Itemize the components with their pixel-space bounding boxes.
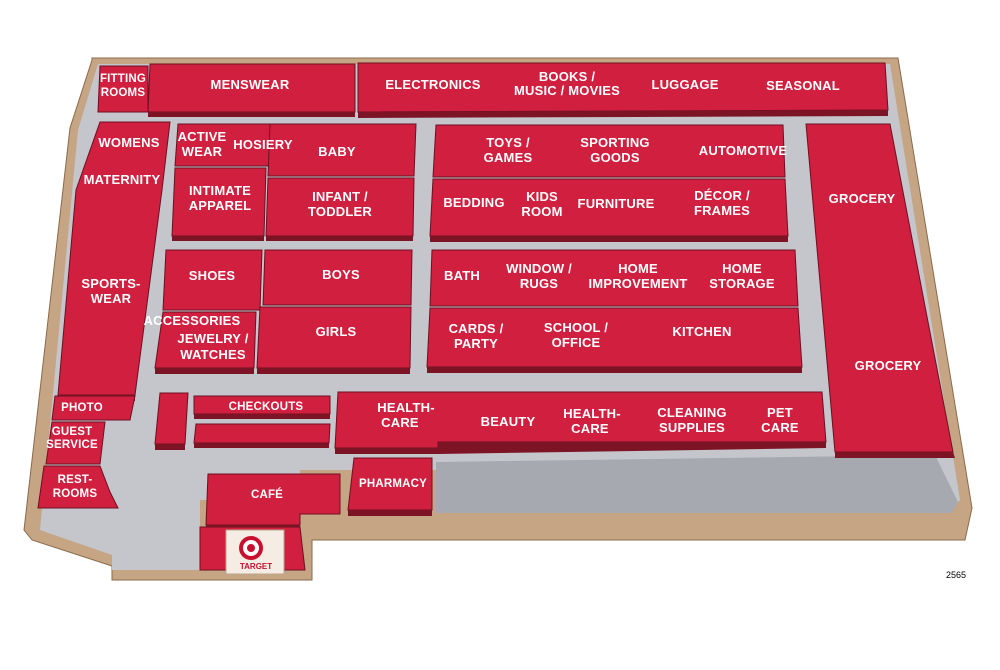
brand-name: TARGET [240,562,272,571]
label-accessories: ACCESSORIES [144,313,241,328]
label-automotive: AUTOMOTIVE [699,143,788,158]
department-infant-toddler[interactable] [265,177,415,241]
label-grocery-bottom: GROCERY [855,358,922,373]
department-guest-service[interactable] [45,421,106,465]
department-cards-school-kitchen[interactable] [426,307,803,373]
label-seasonal: SEASONAL [766,78,840,93]
label-jewelry-watches: JEWELRY /WATCHES [177,331,248,362]
label-toys-games: TOYS /GAMES [484,135,533,165]
map-code: 2565 [946,570,966,580]
label-luggage: LUGGAGE [651,77,718,92]
label-decor-frames: DÉCOR /FRAMES [694,188,750,218]
department-electronics-books-luggage-seasonal[interactable] [357,62,889,118]
department-bath-rugs-home[interactable] [429,249,799,307]
label-window-rugs: WINDOW /RUGS [506,261,572,291]
bullseye-icon [239,536,263,560]
label-books-music-movies: BOOKS /MUSIC / MOVIES [514,69,620,98]
label-photo: PHOTO [61,402,103,414]
department-intimate-apparel[interactable] [171,167,267,241]
label-pharmacy: PHARMACY [359,478,427,490]
entrance-walkway [112,500,200,570]
department-baby[interactable] [267,123,417,177]
label-school-office: SCHOOL /OFFICE [544,320,608,350]
department-photo[interactable] [51,395,136,421]
label-furniture: FURNITURE [578,196,655,211]
label-health-care-2: HEALTH-CARE [563,406,620,436]
label-restrooms: REST-ROOMS [53,474,98,500]
department-boys[interactable] [262,249,413,306]
checkout-lane-2[interactable] [193,423,331,448]
checkout-lane-small[interactable] [154,392,189,450]
department-bedding-furniture-decor[interactable] [429,178,789,242]
label-sportswear: SPORTS-WEAR [81,276,140,306]
label-cafe: CAFÉ [251,488,283,501]
label-cards-party: CARDS /PARTY [449,321,504,351]
stockroom-area [436,455,958,513]
label-electronics: ELECTRONICS [385,77,480,92]
checkout-lane-1[interactable] [193,395,331,419]
department-health-beauty-cleaning-pet[interactable] [334,391,827,454]
label-checkouts: CHECKOUTS [229,401,304,413]
label-health-care-1: HEALTH-CARE [377,400,434,430]
department-restrooms[interactable] [37,465,119,509]
label-bedding: BEDDING [443,195,504,210]
label-bath: BATH [444,268,480,283]
department-pharmacy[interactable] [347,457,433,516]
department-accessories-jewelry[interactable] [154,311,257,374]
department-girls[interactable] [256,306,412,374]
label-hosiery: HOSIERY [233,137,293,152]
label-girls: GIRLS [316,324,357,339]
label-shoes: SHOES [189,268,236,283]
label-boys: BOYS [322,267,360,282]
label-menswear: MENSWEAR [211,77,290,92]
label-infant-toddler: INFANT /TODDLER [308,189,372,219]
label-maternity: MATERNITY [84,172,161,187]
label-baby: BABY [318,144,356,159]
department-toys-sporting-automotive[interactable] [432,124,786,178]
label-kitchen: KITCHEN [672,324,731,339]
label-grocery-top: GROCERY [829,191,896,206]
label-womens: WOMENS [98,135,159,150]
department-menswear[interactable] [147,63,356,117]
target-logo: TARGET [225,529,285,575]
department-grocery[interactable] [805,123,955,458]
label-beauty: BEAUTY [481,414,536,429]
